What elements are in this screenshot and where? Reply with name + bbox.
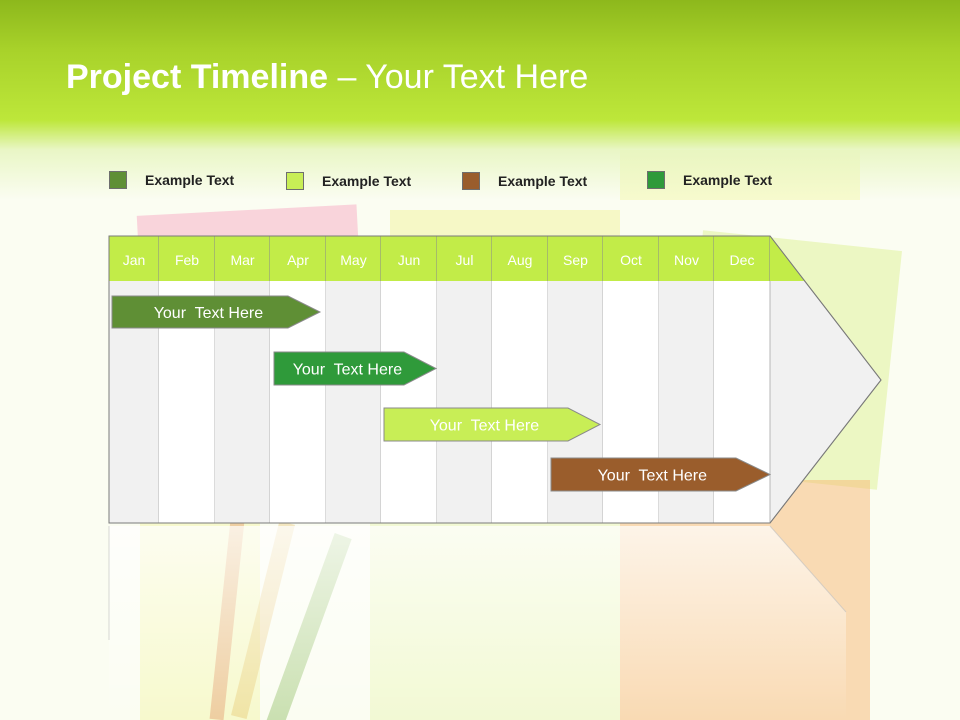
month-header-cell [109,236,159,281]
legend-swatch [462,172,480,190]
legend-item: Example Text [462,172,587,190]
month-column [437,281,492,523]
task-label: Your Text Here [154,305,264,322]
header-band [0,0,960,200]
month-header-cell [659,236,714,281]
legend-item: Example Text [109,171,234,189]
month-header-cell [215,236,270,281]
task-label: Your Text Here [430,418,540,435]
month-column [492,281,548,523]
month-label-oct: Oct [620,252,642,268]
month-header-cell [270,236,326,281]
month-label-sep: Sep [563,252,588,268]
legend-item: Example Text [647,171,772,189]
legend-label: Example Text [145,172,235,188]
legend-label: Example Text [683,172,773,188]
legend-item: Example Text [286,172,411,190]
title-rest: – Your Text Here [328,58,589,96]
task-bar [111,295,322,329]
month-header: Jan Feb Mar Apr May Jun Jul Aug Sep Oct Nov Dec [109,236,804,281]
legend-label: Example Text [322,173,412,189]
month-label-apr: Apr [287,252,309,268]
timeline-reflection [109,526,846,720]
task-bar [550,457,772,492]
month-label-aug: Aug [508,252,533,268]
month-header-cell [381,236,437,281]
month-header-cell [492,236,548,281]
timeline-outline [108,235,882,524]
legend-swatch [286,172,304,190]
title-bold: Project Timeline [66,58,329,96]
reflection-edge [769,525,847,613]
month-header-cell [437,236,492,281]
month-label-mar: Mar [230,252,254,268]
month-header-cell [548,236,603,281]
task-label: Your Text Here [293,362,403,379]
legend-swatch [647,171,665,189]
month-header-cell [603,236,659,281]
task-bar [383,407,602,442]
month-label-jan: Jan [123,252,146,268]
month-header-cell [714,236,770,281]
page-title: Project Timeline – Your Text Here [66,58,588,97]
month-label-may: May [340,252,366,268]
month-column [326,281,381,523]
legend-swatch [109,171,127,189]
month-header-cell [159,236,215,281]
month-label-nov: Nov [674,252,699,268]
month-label-dec: Dec [730,252,755,268]
month-label-jun: Jun [398,252,421,268]
month-header-cell [326,236,381,281]
legend-label: Example Text [498,173,588,189]
month-label-feb: Feb [175,252,199,268]
task-label: Your Text Here [598,468,708,485]
task-bar [273,351,438,386]
month-label-jul: Jul [456,252,474,268]
month-column [381,281,437,523]
